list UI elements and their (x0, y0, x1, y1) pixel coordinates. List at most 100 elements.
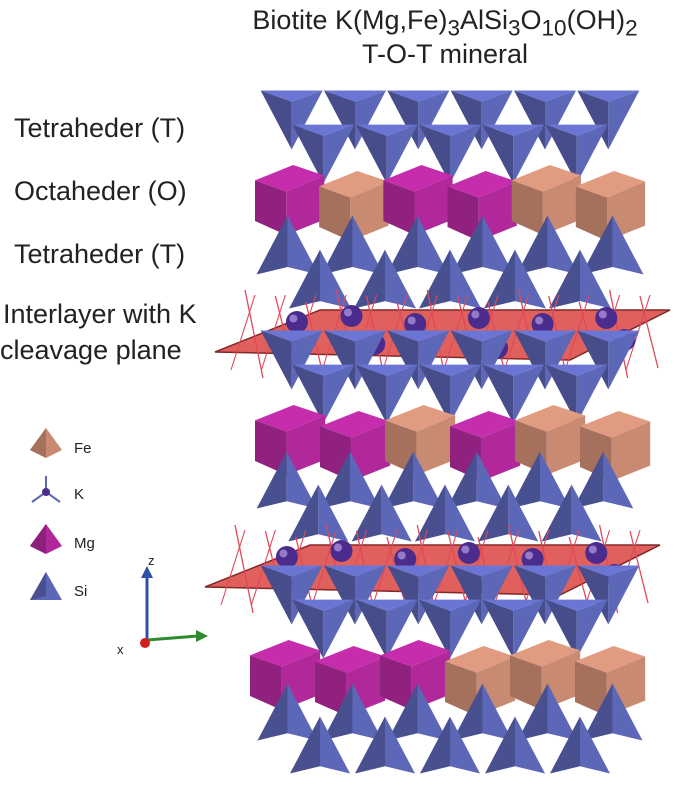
si-tetrahedron (581, 215, 644, 275)
si-tetrahedron (355, 716, 415, 774)
si-tetrahedron (573, 451, 634, 509)
octa-face (320, 411, 391, 438)
si-tetrahedron (292, 124, 355, 184)
y-axis-arrowhead (196, 630, 208, 642)
tetra-face (545, 124, 577, 184)
k-o-bond (629, 530, 649, 604)
tetra-face (540, 451, 570, 509)
tetra-face (355, 90, 386, 150)
fe-octahedron (511, 165, 581, 235)
tetra-face (608, 90, 640, 150)
octa-face (255, 165, 325, 192)
tetra-face (386, 215, 418, 275)
octa-face (546, 415, 586, 475)
si-tetrahedron (516, 215, 579, 275)
tetra-face (292, 599, 324, 659)
tetra-face (450, 124, 481, 184)
tetra-face (292, 364, 324, 424)
si-tetrahedron (550, 716, 610, 774)
tetra-face (577, 565, 640, 577)
tetra-face (352, 215, 384, 275)
si-tetrahedron (545, 364, 608, 424)
tetra-face (355, 599, 387, 659)
title-subtitle: T-O-T mineral (361, 39, 529, 69)
tetra-face (478, 484, 509, 542)
si-tetrahedron (420, 716, 480, 774)
tetra-face (321, 215, 353, 275)
tetra-face (323, 124, 355, 184)
tetra-face (450, 565, 513, 577)
si-tetrahedron (510, 451, 570, 509)
octa-face (286, 175, 325, 235)
octa-face (380, 640, 451, 667)
tetra-face (577, 90, 640, 102)
title-part: AlSi (460, 5, 509, 35)
octa-face (575, 646, 646, 673)
tetra-face (450, 249, 481, 309)
octa-face (286, 415, 326, 475)
k-atom (340, 305, 363, 327)
tetra-face (385, 249, 416, 309)
si-tetrahedron (289, 249, 351, 309)
tetra-face (386, 364, 418, 424)
octa-face (315, 646, 386, 673)
tetra-face (419, 124, 450, 184)
tetra-face (576, 599, 608, 659)
tetra-face (482, 215, 514, 275)
tetra-face (419, 364, 481, 376)
tetra-face (290, 716, 320, 774)
si-tetrahedron (321, 215, 384, 275)
tetra-face (324, 90, 355, 150)
tetra-face (545, 90, 576, 150)
tetra-face (450, 364, 481, 424)
k-o-bond (568, 536, 588, 604)
title-sub: 2 (625, 15, 638, 41)
si-tetrahedron (320, 451, 380, 509)
tetra-face (355, 124, 418, 136)
tetra-face (515, 249, 546, 309)
title-prefix: Biotite K(Mg,Fe) (252, 5, 448, 35)
tetra-face (260, 330, 292, 390)
tetra-face (318, 484, 349, 542)
tetra-face (355, 124, 387, 184)
tetra-face (445, 484, 475, 542)
tetra-face (545, 599, 577, 659)
tetra-face (386, 599, 418, 659)
tetra-face (545, 364, 608, 376)
tetra-face (324, 330, 386, 342)
si-tetrahedron (322, 683, 383, 741)
tetra-face (482, 364, 545, 376)
tetra-face (476, 451, 507, 509)
axis-gizmo (140, 566, 208, 648)
label-tetraheder-bottom: Tetraheder (T) (14, 239, 186, 269)
k-o-bond (564, 294, 590, 371)
tetra-face (419, 124, 481, 136)
octa-face (447, 171, 517, 198)
octa-face (542, 175, 581, 235)
octa-face (315, 661, 347, 716)
si-tetrahedron (387, 90, 450, 150)
tetra-face (355, 599, 418, 611)
si-tetrahedron (419, 599, 481, 659)
tetra-face (419, 599, 481, 611)
tetra-face (508, 484, 539, 542)
tetra-face (417, 215, 449, 275)
tetra-face (256, 451, 287, 509)
tetra-face (351, 484, 382, 542)
tetra-face (257, 683, 288, 741)
tetra-face (256, 215, 288, 275)
tetra-face (510, 451, 540, 509)
z-axis-arrowhead (141, 566, 153, 578)
tetra-face (549, 249, 580, 309)
tetra-face (419, 599, 450, 659)
octa-face (510, 655, 542, 710)
mg-octahedron (447, 171, 517, 241)
tetra-face (383, 451, 414, 509)
k-atom (330, 540, 353, 562)
axis-label-z: z (148, 553, 155, 568)
tetra-face (576, 124, 608, 184)
tetra-face (419, 249, 450, 309)
title-part: (OH) (566, 5, 626, 35)
tetra-face (450, 90, 513, 102)
